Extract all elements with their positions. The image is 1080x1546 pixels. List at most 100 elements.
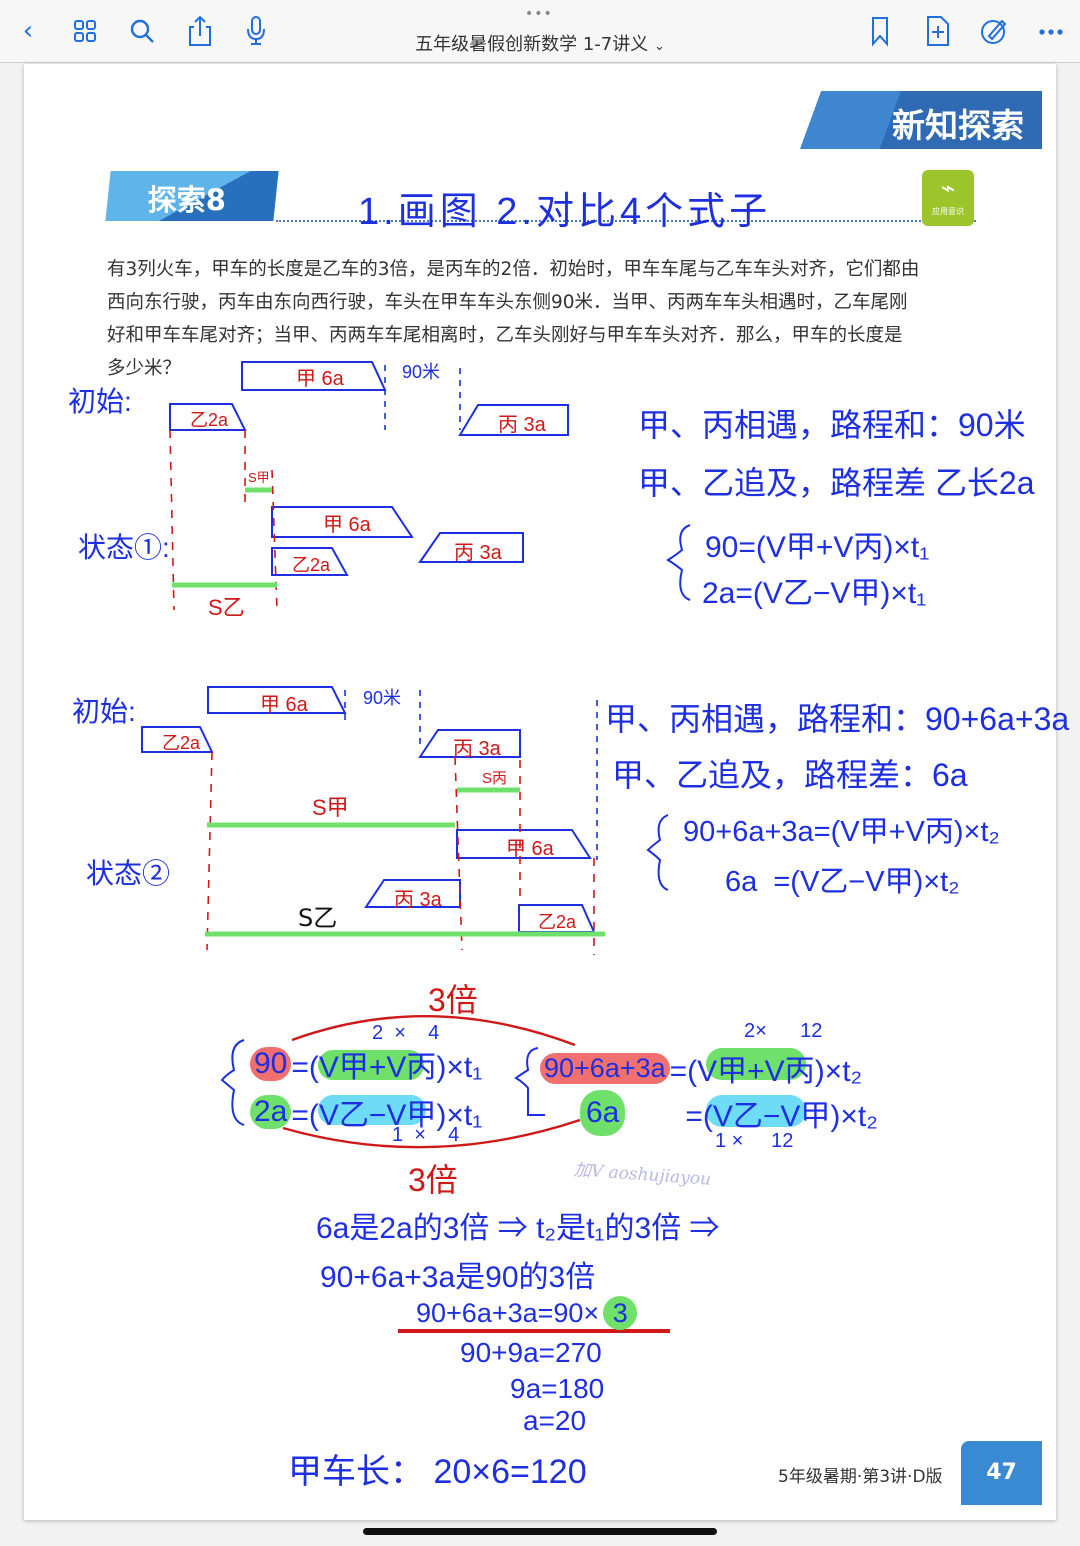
note-line: 甲、丙相遇，路程和：90+6a+3a — [605, 701, 1070, 737]
equation-rhs: =(V甲+V丙)×t₂ — [669, 1055, 863, 1088]
search-icon[interactable] — [126, 14, 158, 48]
train-yi-label: 乙2a — [538, 912, 577, 932]
solution-line: 90+6a+3a是90的3倍 — [320, 1261, 596, 1294]
initial-label: 初始: — [68, 386, 132, 417]
multiplier-above: 2× 12 — [744, 1020, 823, 1042]
gap-label: 90米 — [363, 688, 402, 708]
problem-line: 西向东行驶，丙车由东向西行驶，车头在甲车车头东侧90米．当甲、丙两车车头相遇时，… — [107, 292, 908, 313]
bookmark-icon[interactable] — [864, 14, 896, 48]
final-answer: 甲车长： 20×6=120 — [288, 1453, 587, 1491]
section-banner: 新知探索 — [768, 91, 1042, 149]
equation-lhs: 90+6a+3a — [540, 1052, 670, 1084]
badge-label: 应用意识 — [932, 207, 964, 216]
multiplier-above: 2 × 4 — [372, 1022, 440, 1044]
initial-label: 初始: — [72, 696, 136, 727]
multiplier-below: 1 × 12 — [715, 1130, 794, 1152]
solution-line: a=20 — [523, 1405, 587, 1436]
highlight-green — [318, 1050, 424, 1080]
toolbar: ••• ‹ 五年级暑假创新数学 1-7讲义 ⌄ — [0, 0, 1080, 63]
more-icon[interactable] — [1036, 14, 1068, 48]
brace — [646, 814, 669, 891]
train-bing-label: 丙 3a — [453, 738, 501, 760]
equation-rhs: =(V甲+V丙)×t₁ — [291, 1051, 483, 1084]
problem-line: 多少米？ — [107, 358, 182, 379]
s-bing-label: S丙 — [482, 770, 508, 787]
train-jia-label: 甲 6a — [260, 694, 308, 716]
solution-row: 90+6a+3a=90× 3 — [416, 1296, 638, 1330]
note-line: 甲、乙追及，路程差：6a — [612, 757, 968, 793]
home-indicator[interactable] — [363, 1528, 717, 1535]
equation-rhs: =(V乙−V甲)×t₁ — [291, 1099, 483, 1132]
train-bing-initial — [458, 404, 569, 436]
equation-row: 90 =(V甲+V丙)×t₁ — [250, 1042, 482, 1086]
footer-label: 5年级暑期·第3讲·D版 — [778, 1467, 943, 1487]
brace — [666, 524, 691, 601]
train-bing-state2 — [364, 879, 461, 908]
solution-line: 90+9a=270 — [460, 1337, 602, 1368]
highlight-green — [706, 1048, 806, 1080]
equation: 90=(V甲+V丙)×t₁ — [705, 531, 930, 564]
equation: 6a =(V乙−V甲)×t₂ — [725, 866, 960, 898]
note-line: 甲、乙追及，路程差 乙长2a — [638, 465, 1035, 501]
problem-line: 好和甲车车尾对齐；当甲、丙两车车尾相离时，乙车头刚好与甲车车头对齐．那么，甲车的… — [107, 325, 903, 346]
train-yi-label: 乙2a — [292, 555, 331, 575]
equation: 2a=(V乙−V甲)×t₁ — [702, 577, 927, 610]
s-jia-label: S甲 — [248, 470, 270, 485]
equation-lhs: 90 — [250, 1047, 292, 1081]
ratio-label-top: 3倍 — [428, 982, 478, 1018]
add-page-icon[interactable] — [922, 14, 954, 48]
back-icon[interactable]: ‹ — [22, 16, 34, 46]
equation: 90+6a+3a=(V甲+V丙)×t₂ — [683, 816, 1000, 848]
equation-row: 6a =(V乙−V甲)×t₂ — [580, 1090, 878, 1136]
problem-line: 有3列火车，甲车的长度是乙车的3倍，是丙车的2倍．初始时，甲车车尾与乙车车头对齐… — [107, 259, 920, 280]
equation-lhs: 2a — [250, 1095, 292, 1129]
share-icon[interactable] — [184, 14, 216, 48]
equation-lhs: 6a — [580, 1090, 626, 1136]
chevron-down-icon: ⌄ — [653, 39, 665, 54]
banner-title: 新知探索 — [892, 106, 1024, 145]
page-number: 47 — [961, 1441, 1042, 1505]
solution-line: 9a=180 — [510, 1373, 605, 1404]
solution-line: 6a是2a的3倍 ⇒ t₂是t₁的3倍 ⇒ — [316, 1212, 720, 1245]
application-badge: ⌁ 应用意识 — [922, 170, 974, 226]
equation-row: 90+6a+3a =(V甲+V丙)×t₂ — [540, 1046, 862, 1090]
brace — [220, 1039, 245, 1126]
markup-icon[interactable] — [978, 14, 1010, 48]
s-jia-label: S甲 — [312, 795, 349, 820]
document-title[interactable]: 五年级暑假创新数学 1-7讲义 ⌄ — [0, 30, 1080, 56]
highlight-cyan — [706, 1095, 806, 1127]
ratio-arc-top — [291, 1015, 576, 1047]
train-bing-label: 丙 3a — [394, 889, 442, 911]
ratio-arc-bottom — [282, 1118, 581, 1149]
train-yi-state1 — [271, 547, 349, 576]
s-yi-label: S乙 — [208, 595, 245, 620]
brace — [514, 1047, 545, 1116]
window-grabber[interactable]: ••• — [525, 6, 553, 22]
grid-icon[interactable] — [70, 14, 102, 48]
s-yi-label: S乙 — [298, 904, 338, 932]
state-label: 状态② — [86, 858, 171, 889]
train-jia-label: 甲 6a — [506, 838, 554, 860]
note-line: 甲、丙相遇，路程和：90米 — [638, 407, 1026, 443]
train-jia-state2 — [456, 829, 592, 859]
handwritten-heading: 1.画图 2.对比4个式子 — [358, 191, 772, 233]
state-label: 状态①: — [78, 532, 170, 563]
train-yi-label: 乙2a — [162, 733, 201, 753]
solution-line: 90+6a+3a=90× — [416, 1297, 600, 1328]
train-jia-label: 甲 6a — [296, 368, 344, 390]
document-title-text: 五年级暑假创新数学 1-7讲义 — [415, 34, 649, 55]
equation-row: 2a =(V乙−V甲)×t₁ — [250, 1090, 482, 1134]
gap-label: 90米 — [402, 362, 441, 382]
highlight-cyan — [318, 1095, 426, 1125]
train-jia-label: 甲 6a — [323, 514, 371, 536]
microphone-icon[interactable] — [240, 14, 272, 48]
train-bing-state1 — [418, 532, 524, 563]
ratio-label-bottom: 3倍 — [408, 1162, 458, 1198]
train-jia-state1 — [271, 506, 414, 538]
dotted-divider — [276, 220, 976, 222]
train-jia-initial-2 — [207, 686, 347, 714]
document-page[interactable] — [24, 64, 1056, 1520]
train-bing-label: 丙 3a — [454, 542, 502, 564]
train-bing-initial-2 — [418, 729, 521, 758]
